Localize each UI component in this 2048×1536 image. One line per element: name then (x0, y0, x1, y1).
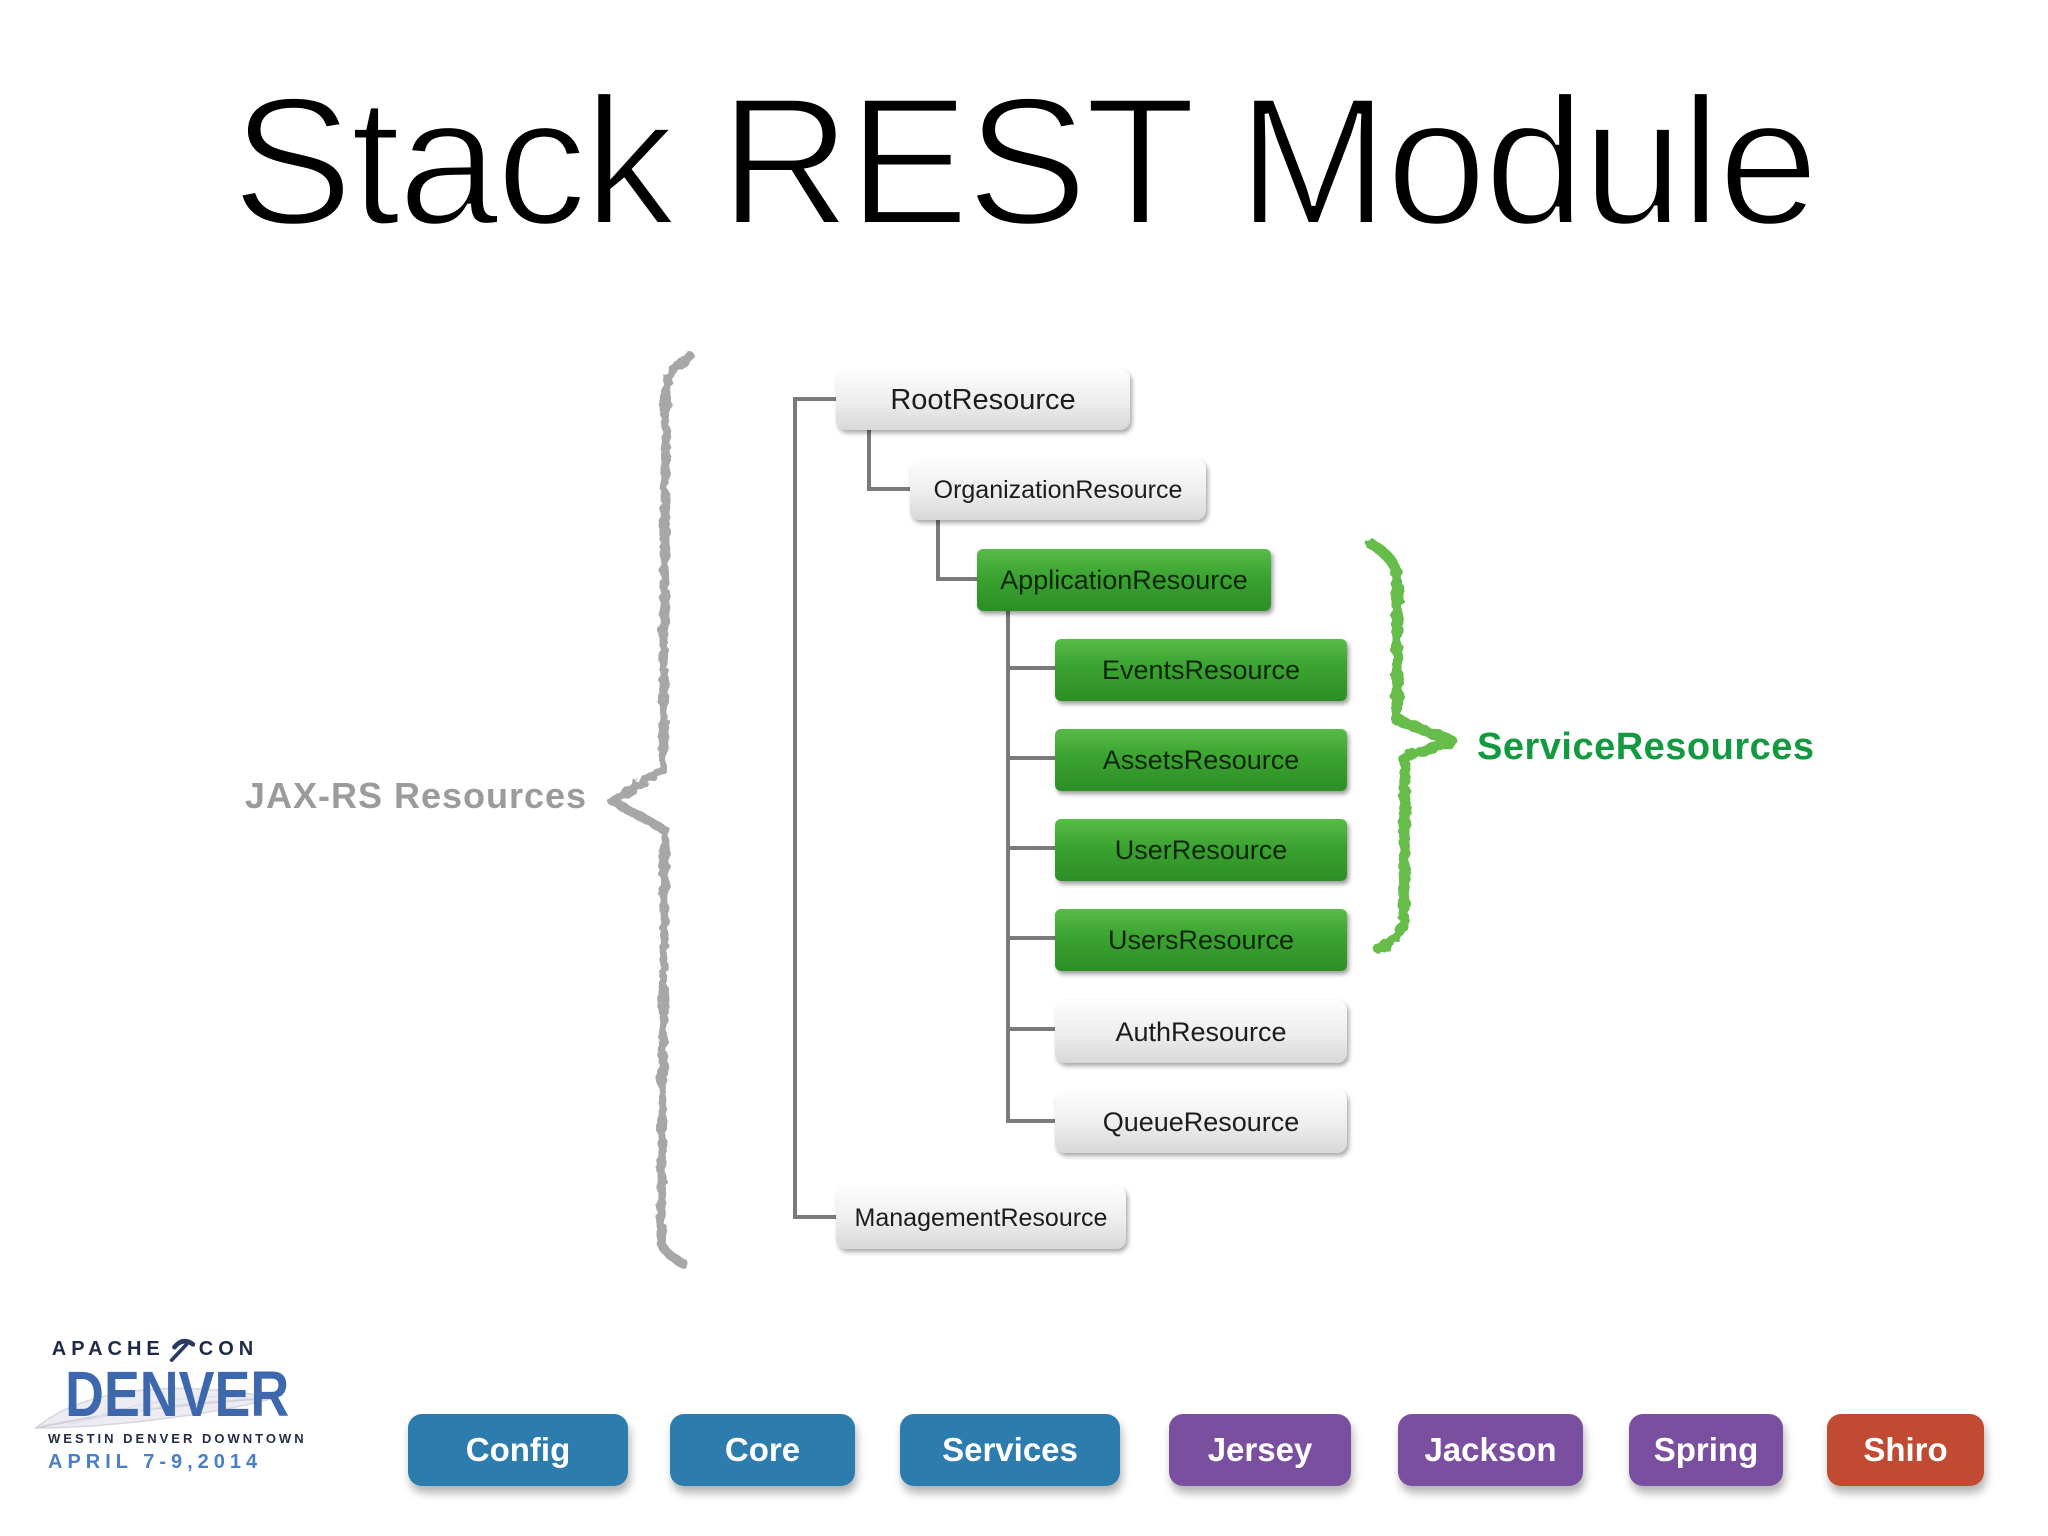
tree-node-userresource: UserResource (1055, 819, 1347, 881)
jaxrs-brace (607, 351, 695, 1268)
logo-conference-line: APACHE CON (48, 1336, 262, 1362)
module-badge-jackson: Jackson (1398, 1414, 1583, 1486)
tree-node-eventsresource: EventsResource (1055, 639, 1347, 701)
tree-node-assetsresource: AssetsResource (1055, 729, 1347, 791)
tree-node-queueresource: QueueResource (1055, 1090, 1347, 1153)
logo-apache-text: APACHE (51, 1337, 165, 1360)
connector-assets-horizontal (1006, 756, 1055, 760)
connector-org-horizontal (867, 487, 910, 491)
connector-root-horizontal (793, 397, 836, 401)
module-badge-shiro: Shiro (1827, 1414, 1984, 1486)
module-badge-spring: Spring (1629, 1414, 1783, 1486)
service-brace (1365, 538, 1458, 954)
feather-icon (33, 1387, 275, 1429)
service-resources-label: ServiceResources (1477, 726, 1815, 768)
connector-management-horizontal (793, 1215, 836, 1219)
connector-children-vertical (1006, 611, 1010, 1123)
slide-title: Stack REST Module (230, 57, 1821, 265)
tree-node-authresource: AuthResource (1055, 1000, 1347, 1063)
module-badge-core: Core (670, 1414, 855, 1486)
connector-user-horizontal (1006, 846, 1055, 850)
logo-con-text: CON (198, 1337, 259, 1360)
logo-city-text: DENVER (65, 1358, 290, 1430)
module-badge-services: Services (900, 1414, 1120, 1486)
logo-dates-text: APRIL 7-9,2014 (48, 1451, 263, 1473)
tree-node-usersresource: UsersResource (1055, 909, 1347, 971)
jaxrs-resources-label: JAX-RS Resources (244, 775, 588, 816)
tree-node-managementresource: ManagementResource (836, 1186, 1126, 1249)
connector-app-horizontal (936, 577, 977, 581)
module-badge-jersey: Jersey (1169, 1414, 1351, 1486)
hammer-icon (169, 1338, 195, 1362)
tree-node-rootresource: RootResource (836, 369, 1130, 430)
apachecon-denver-logo: APACHE CON DENVER WESTIN DENVER DOWNTOWN… (33, 1336, 307, 1474)
tree-node-applicationresource: ApplicationResource (977, 549, 1271, 611)
module-badge-config: Config (408, 1414, 628, 1486)
connector-auth-horizontal (1006, 1027, 1055, 1031)
connector-app-vertical (936, 519, 940, 581)
logo-venue-text: WESTIN DENVER DOWNTOWN (48, 1431, 307, 1446)
connector-trunk-vertical (793, 397, 797, 1219)
tree-node-organizationresource: OrganizationResource (910, 459, 1206, 520)
connector-users-horizontal (1006, 936, 1055, 940)
connector-queue-horizontal (1006, 1119, 1055, 1123)
connector-org-vertical (867, 429, 871, 491)
connector-events-horizontal (1006, 666, 1055, 670)
